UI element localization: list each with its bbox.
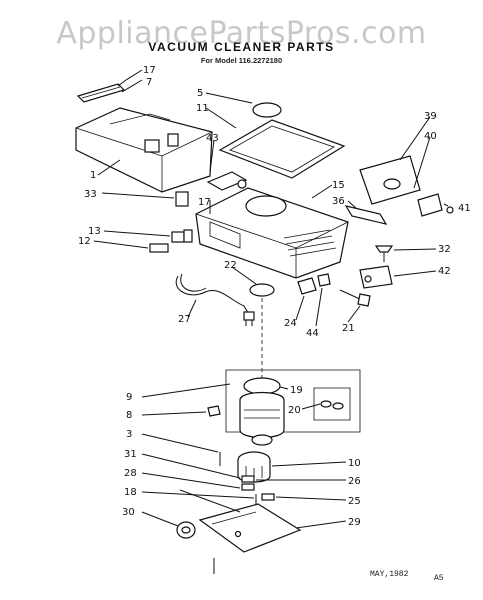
part-switch-42 (359, 265, 393, 289)
callout-label: 3 (126, 429, 132, 440)
part-clip-44 (317, 273, 331, 287)
callout-label: 1 (90, 170, 96, 181)
part-filter-disc (252, 102, 282, 118)
part-axle-28 (179, 489, 241, 513)
part-clip-33 (175, 191, 189, 207)
callout-label: 44 (306, 328, 319, 339)
callout-label: 9 (126, 392, 132, 403)
callout-label: 24 (284, 318, 297, 329)
callout-label: 7 (146, 77, 152, 88)
callout-label: 13 (88, 226, 101, 237)
callout-label: 40 (424, 131, 437, 142)
part-washer-25 (261, 493, 275, 501)
callout-label: 29 (348, 517, 361, 528)
callout-label: 19 (290, 385, 303, 396)
part-clip-17 (76, 83, 126, 103)
callout-label: 17 (143, 65, 156, 76)
part-brush-set (313, 387, 351, 421)
part-frame-gasket (218, 119, 346, 179)
callout-label: 18 (124, 487, 137, 498)
part-main-housing (195, 187, 349, 279)
callout-label: 36 (332, 196, 345, 207)
callout-label: 30 (122, 507, 135, 518)
callout-label: 12 (78, 236, 91, 247)
watermark: AppliancePartsPros.com (56, 16, 427, 51)
part-handle-lid (75, 107, 213, 193)
callout-label: 43 (206, 133, 219, 144)
callout-label: 8 (126, 410, 132, 421)
callout-label: 25 (348, 496, 361, 507)
leader-lines (93, 69, 449, 529)
part-base-plate (198, 503, 302, 553)
part-ring-22 (249, 283, 275, 297)
callout-labels: 17 7 5 11 43 39 40 1 33 17 15 36 41 13 1… (78, 65, 471, 528)
part-latch-36 (344, 205, 388, 225)
callout-label: 26 (348, 476, 361, 487)
callout-label: 22 (224, 260, 237, 271)
callout-label: 32 (438, 244, 451, 255)
part-spacer-26 (241, 475, 255, 483)
callout-label: 27 (178, 314, 191, 325)
part-spacer-31 (241, 483, 255, 491)
callout-label: 10 (348, 458, 361, 469)
part-wheel-30 (176, 521, 196, 539)
part-bracket-43 (206, 171, 248, 191)
part-screw-32 (374, 245, 394, 262)
part-motor-assembly (225, 369, 361, 446)
part-screw-21 (339, 289, 371, 307)
callout-label: 28 (124, 468, 137, 479)
callout-label: 20 (288, 405, 301, 416)
callout-label: 41 (458, 203, 471, 214)
part-power-cord (175, 273, 255, 326)
callout-label: 31 (124, 449, 137, 460)
callout-label: 42 (438, 266, 451, 277)
callout-label: 21 (342, 323, 355, 334)
part-knob-24 (297, 277, 317, 295)
callout-label: 39 (424, 111, 437, 122)
callout-label: 11 (196, 103, 209, 114)
part-switch-box (359, 155, 454, 217)
callout-label: 5 (197, 88, 203, 99)
part-button-13 (171, 229, 193, 243)
model-subtitle: For Model 116.2272180 (200, 56, 283, 65)
callout-label: 15 (332, 180, 345, 191)
callout-label: 17 (198, 197, 211, 208)
part-bushing-8 (207, 405, 221, 417)
diagram-title: VACUUM CLEANER PARTS (148, 40, 335, 54)
callout-label: 33 (84, 189, 97, 200)
footer-code: A5 (434, 574, 444, 583)
part-pad-12 (149, 243, 169, 253)
footer-date: MAY,1982 (370, 570, 409, 579)
